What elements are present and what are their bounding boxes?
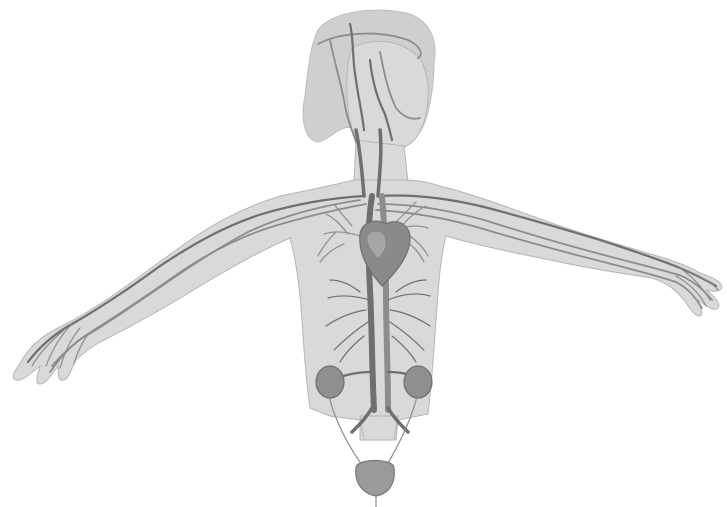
kidney-left <box>316 366 344 398</box>
bladder <box>356 461 395 497</box>
kidney-right <box>404 366 432 398</box>
